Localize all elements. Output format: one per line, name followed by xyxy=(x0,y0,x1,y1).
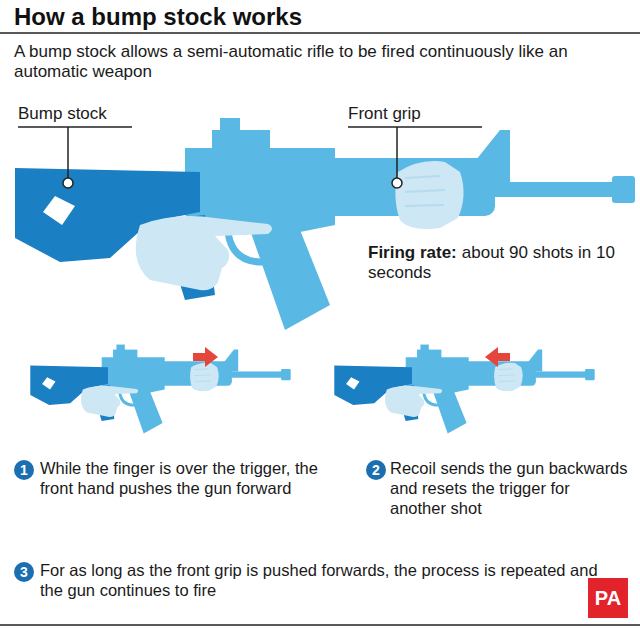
part-label: Bump stock xyxy=(16,104,109,124)
callout-number: 1 xyxy=(14,460,34,480)
part-label: Front grip xyxy=(346,104,423,124)
callout-number: 2 xyxy=(366,460,386,480)
node-text: 3 xyxy=(20,564,28,580)
node-text: 1 xyxy=(20,462,28,478)
step-text: While the finger is over the trigger, th… xyxy=(40,459,330,499)
firing-rate-heading: Firing rate: xyxy=(368,243,457,262)
node-text: 2 xyxy=(372,462,380,478)
node-text: PA xyxy=(595,587,621,610)
step-text: Recoil sends the gun backwards and reset… xyxy=(390,459,630,518)
step-text: For as long as the front grip is pushed … xyxy=(40,561,610,601)
callout-number: 3 xyxy=(14,562,34,582)
subtitle: A bump stock allows a semi-automatic rif… xyxy=(14,42,604,83)
diagram-title: How a bump stock works xyxy=(14,3,626,32)
logo-box: PA xyxy=(588,578,628,618)
firing-rate-note: Firing rate:about 90 shots in 10 seconds xyxy=(368,243,630,284)
